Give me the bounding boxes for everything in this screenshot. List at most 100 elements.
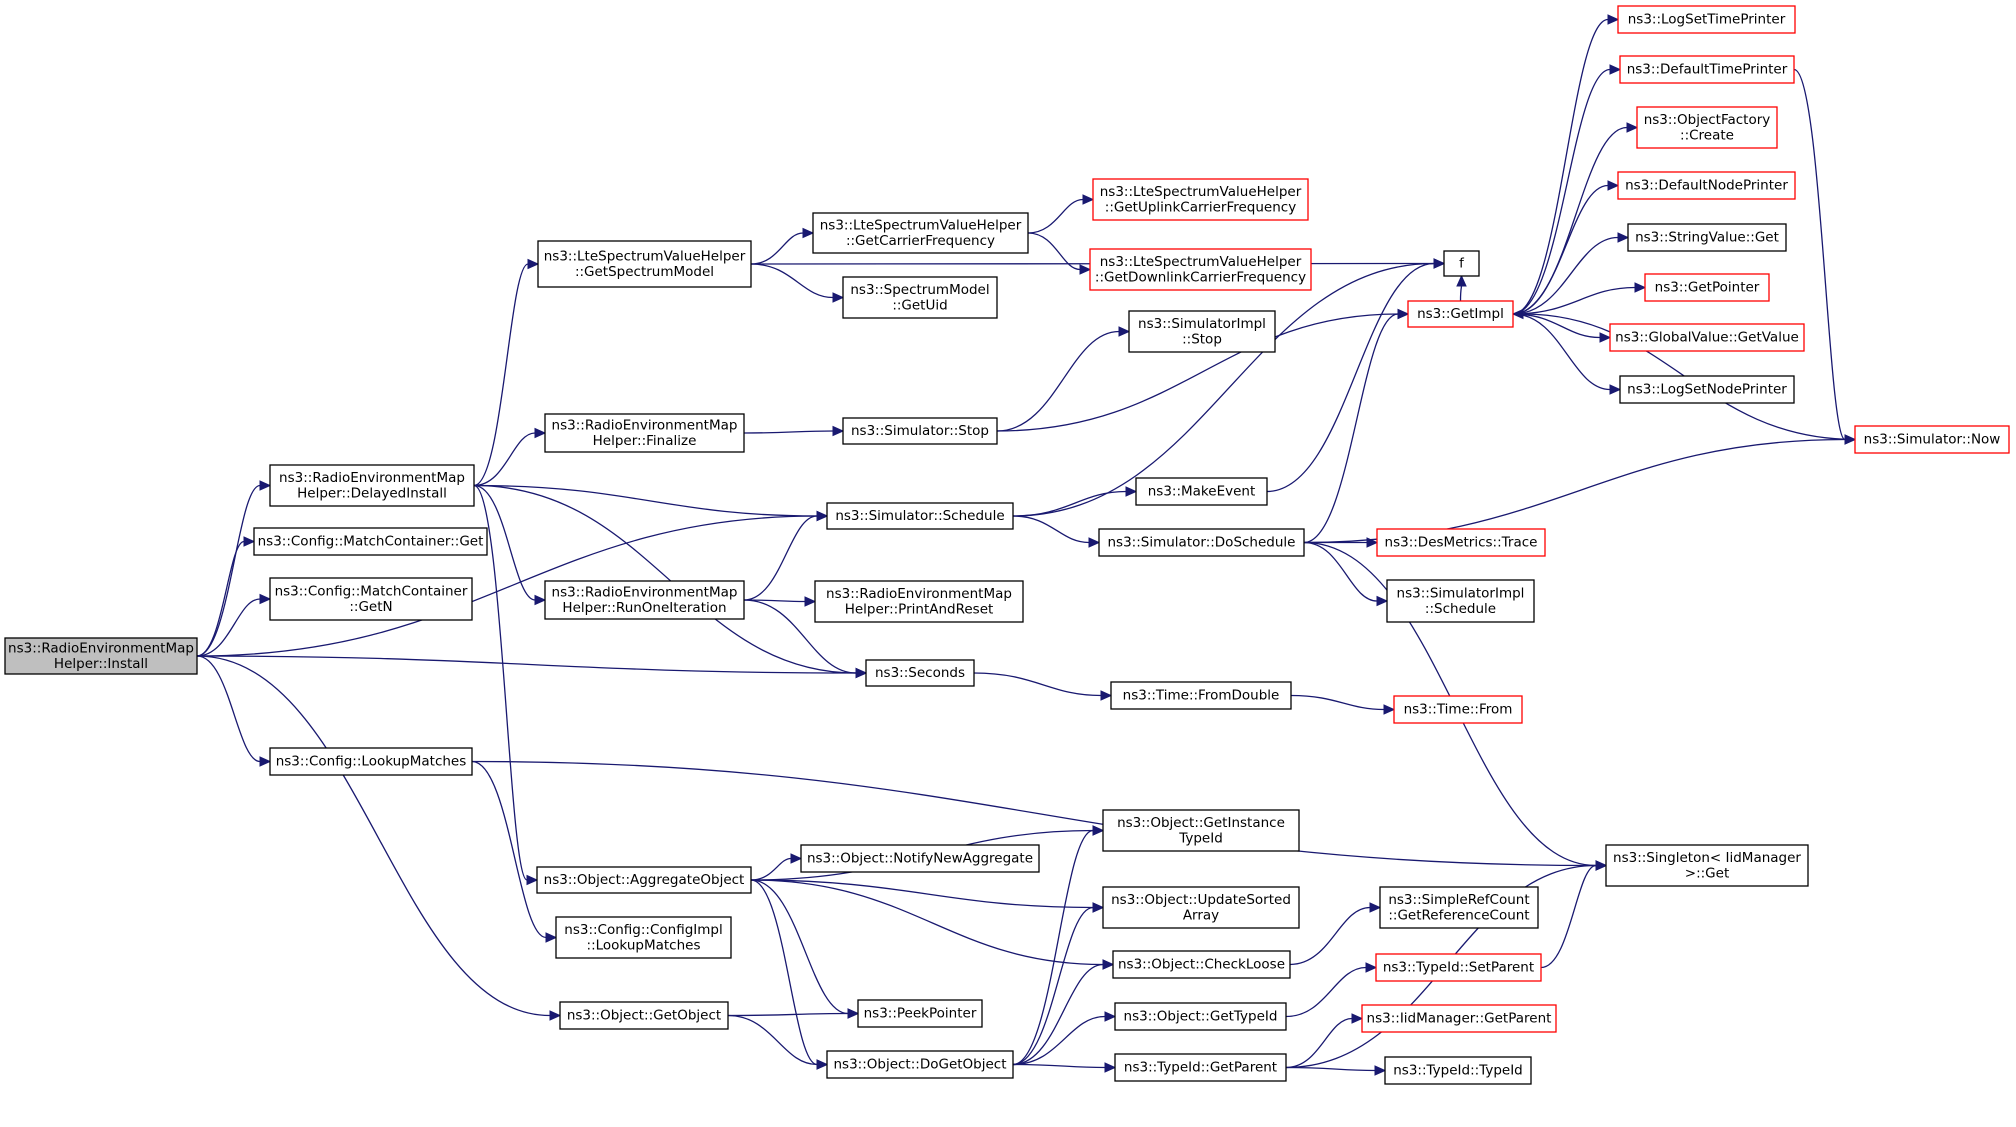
node-getspectrummodel[interactable]: ns3::LteSpectrumValueHelper::GetSpectrum… [537, 240, 752, 288]
node-checkloose[interactable]: ns3::Object::CheckLoose [1112, 950, 1291, 979]
node-matchcontainer_get[interactable]: ns3::Config::MatchContainer::Get [253, 527, 488, 556]
node-getpointer[interactable]: ns3::GetPointer [1644, 273, 1770, 302]
node-getobject[interactable]: ns3::Object::GetObject [559, 1001, 729, 1030]
edge-install-to-lookupmatches [196, 655, 272, 767]
node-label-line: ns3::GetPointer [1655, 280, 1760, 296]
node-box [1384, 1056, 1532, 1085]
node-label-line: ns3::LteSpectrumValueHelper [1100, 254, 1302, 270]
edge-line [1290, 694, 1385, 711]
node-matchcontainer_getn[interactable]: ns3::Config::MatchContainer::GetN [269, 577, 473, 621]
edge-arrowhead [1634, 282, 1647, 293]
node-label-line: ::GetUid [892, 297, 947, 313]
edge-line [196, 484, 261, 657]
node-label-line: Helper::PrintAndReset [845, 601, 994, 617]
node-box [253, 527, 488, 556]
node-logsettimeprinter[interactable]: ns3::LogSetTimePrinter [1617, 5, 1796, 34]
node-peekpointer[interactable]: ns3::PeekPointer [857, 999, 983, 1028]
node-dogetobject[interactable]: ns3::Object::DoGetObject [826, 1050, 1014, 1079]
node-printandreset[interactable]: ns3::RadioEnvironmentMapHelper::PrintAnd… [814, 580, 1024, 623]
node-gettypeid[interactable]: ns3::Object::GetTypeId [1114, 1002, 1287, 1031]
node-seconds[interactable]: ns3::Seconds [865, 659, 975, 687]
node-makeevent[interactable]: ns3::MakeEvent [1135, 477, 1268, 506]
node-runoneiteration[interactable]: ns3::RadioEnvironmentMapHelper::RunOneIt… [544, 580, 745, 620]
node-lookupmatches[interactable]: ns3::Config::LookupMatches [269, 747, 473, 776]
node-configimpl_lookupmatches[interactable]: ns3::Config::ConfigImpl::LookupMatches [555, 916, 732, 959]
edge-line [1512, 184, 1609, 315]
node-desmetrics_trace[interactable]: ns3::DesMetrics::Trace [1376, 528, 1546, 557]
node-singleton_get[interactable]: ns3::Singleton< IidManager>::Get [1605, 844, 1809, 887]
node-time_from[interactable]: ns3::Time::From [1393, 695, 1523, 724]
node-simulator_now[interactable]: ns3::Simulator::Now [1854, 425, 2010, 454]
node-getdownlinkcarrierfrequency[interactable]: ns3::LteSpectrumValueHelper::GetDownlink… [1089, 248, 1312, 291]
node-doschedule[interactable]: ns3::Simulator::DoSchedule [1098, 528, 1305, 557]
node-notifynewaggregate[interactable]: ns3::Object::NotifyNewAggregate [800, 844, 1040, 873]
edge-getimpl-to-defaultnodeprinter [1512, 180, 1620, 315]
edge-line [1289, 906, 1371, 966]
node-getcarrierfrequency[interactable]: ns3::LteSpectrumValueHelper::GetCarrierF… [812, 212, 1029, 254]
node-typeid_getparent[interactable]: ns3::TypeId::GetParent [1114, 1053, 1287, 1082]
node-simplerefcount[interactable]: ns3::SimpleRefCount::GetReferenceCount [1379, 886, 1539, 929]
node-label-line: ns3::IidManager::GetParent [1367, 1011, 1552, 1027]
node-logsetnodeprinter[interactable]: ns3::LogSetNodePrinter [1619, 375, 1795, 404]
edge-arrowhead [1369, 902, 1382, 913]
edge-delayedinstall-to-aggregateobject [473, 484, 539, 886]
node-f[interactable]: f [1443, 250, 1480, 277]
edges-layer [196, 14, 1857, 1076]
edge-line [1793, 68, 1846, 441]
node-time_fromdouble[interactable]: ns3::Time::FromDouble [1110, 681, 1292, 710]
edge-line [750, 879, 849, 1015]
node-label-line: ::LookupMatches [587, 937, 701, 953]
node-simulator_stop[interactable]: ns3::Simulator::Stop [842, 417, 998, 445]
edge-line [1512, 18, 1609, 315]
edge-line [1027, 232, 1081, 271]
edge-line [750, 879, 1094, 909]
node-aggregateobject[interactable]: ns3::Object::AggregateObject [536, 866, 752, 894]
edge-arrowhead [1092, 825, 1105, 836]
node-box [1112, 950, 1291, 979]
node-globalvalue_getvalue[interactable]: ns3::GlobalValue::GetValue [1609, 323, 1805, 352]
node-simulatorimpl_stop[interactable]: ns3::SimulatorImpl::Stop [1128, 310, 1276, 353]
edge-arrowhead [1609, 64, 1622, 75]
node-label-line: Helper::Finalize [593, 433, 697, 449]
edge-line [471, 760, 1597, 867]
edge-finalize-to-simulator_stop [743, 425, 845, 437]
node-iidmanager_getparent[interactable]: ns3::IidManager::GetParent [1361, 1004, 1557, 1033]
node-stringvalue_get[interactable]: ns3::StringValue::Get [1627, 223, 1787, 252]
edge-getimpl-to-globalvalue_getvalue [1512, 313, 1612, 343]
node-box [1114, 1053, 1287, 1082]
node-simulator_schedule[interactable]: ns3::Simulator::Schedule [826, 502, 1014, 530]
edge-line [743, 599, 857, 674]
edge-line [1512, 126, 1628, 315]
edge-getimpl-to-defaulttimeprinter [1512, 64, 1622, 315]
node-getuplinkcarrierfrequency[interactable]: ns3::LteSpectrumValueHelper::GetUplinkCa… [1092, 178, 1309, 221]
edge-arrowhead [790, 853, 803, 864]
node-delayedinstall[interactable]: ns3::RadioEnvironmentMapHelper::DelayedI… [269, 464, 475, 507]
node-box [1636, 106, 1778, 149]
node-box [842, 276, 998, 319]
node-objectfactory_create[interactable]: ns3::ObjectFactory::Create [1636, 106, 1778, 149]
edge-line [1512, 313, 1601, 339]
node-defaulttimeprinter[interactable]: ns3::DefaultTimePrinter [1619, 55, 1795, 84]
edge-arrowhead [1433, 258, 1446, 269]
node-defaultnodeprinter[interactable]: ns3::DefaultNodePrinter [1617, 171, 1796, 200]
node-simulatorimpl_schedule[interactable]: ns3::SimulatorImpl::Schedule [1386, 579, 1535, 623]
node-typeid_setparent[interactable]: ns3::TypeId::SetParent [1375, 953, 1542, 982]
node-box [1407, 300, 1514, 328]
node-box [1375, 953, 1542, 982]
edge-install-to-seconds [196, 655, 868, 679]
edge-arrowhead [1125, 486, 1138, 497]
node-typeid_typeid[interactable]: ns3::TypeId::TypeId [1384, 1056, 1532, 1085]
edge-dogetobject-to-checkloose [1012, 959, 1115, 1066]
edge-aggregateobject-to-peekpointer [750, 879, 860, 1019]
edge-arrowhead [545, 932, 558, 943]
node-label-line: ns3::Time::From [1404, 702, 1513, 718]
node-getimpl[interactable]: ns3::GetImpl [1407, 300, 1514, 328]
edge-arrowhead [527, 258, 540, 270]
node-label-line: ns3::Config::LookupMatches [276, 754, 467, 770]
edge-doschedule-to-desmetrics_trace [1304, 537, 1379, 548]
node-spectrummodel_getuid[interactable]: ns3::SpectrumModel::GetUid [842, 276, 998, 319]
